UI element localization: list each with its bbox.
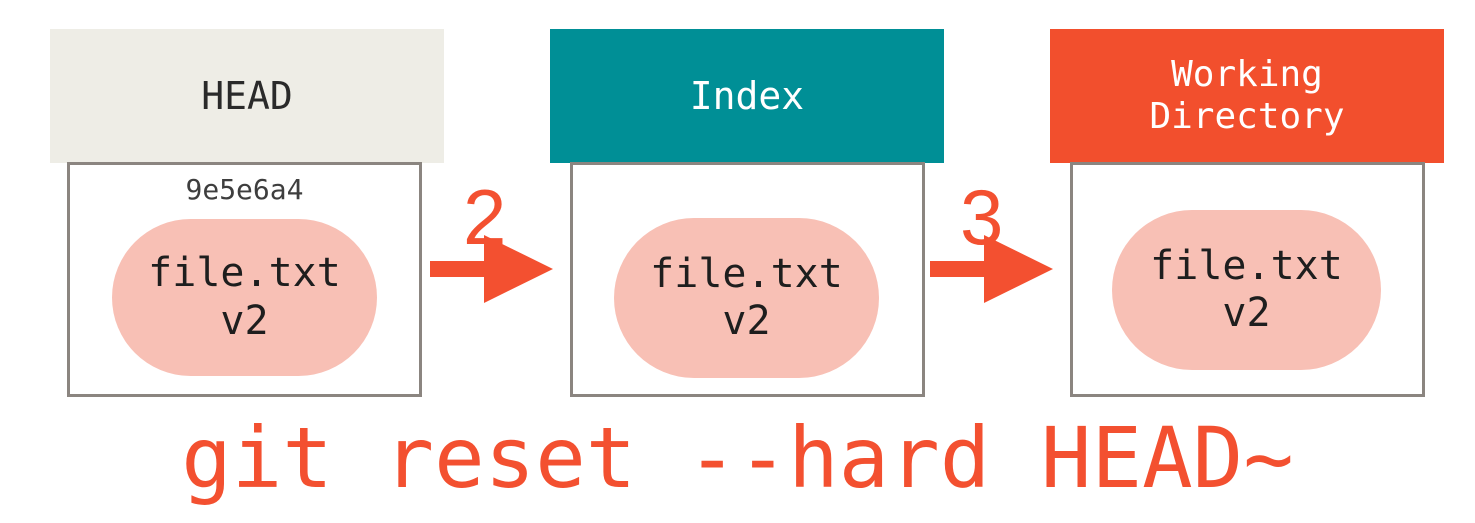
arrow-index-to-working-tip <box>984 235 1053 303</box>
index-panel-header: Index <box>550 29 944 163</box>
head-file-version: v2 <box>220 297 269 344</box>
head-panel-header: HEAD <box>50 29 444 163</box>
working-directory-file-blob: file.txt v2 <box>1112 210 1381 370</box>
command-text: git reset --hard HEAD~ <box>181 409 1294 507</box>
arrow-head-to-index-icon <box>430 235 553 303</box>
head-commit-hash: 9e5e6a4 <box>185 173 304 206</box>
index-file-name: file.txt <box>650 250 843 297</box>
head-file-blob: file.txt v2 <box>112 219 377 376</box>
head-file-name: file.txt <box>148 250 341 297</box>
arrow-index-to-working-icon <box>930 235 1053 303</box>
index-file-version: v2 <box>722 298 771 344</box>
working-directory-file-version: v2 <box>1222 290 1271 336</box>
index-file-blob: file.txt v2 <box>614 218 879 378</box>
arrow-index-to-working-shaft <box>930 261 986 277</box>
arrow-head-to-index-shaft <box>430 261 486 277</box>
working-directory-file-name: file.txt <box>1150 242 1343 289</box>
working-directory-panel-header: Working Directory <box>1050 29 1444 163</box>
arrow-head-to-index-tip <box>484 235 553 303</box>
